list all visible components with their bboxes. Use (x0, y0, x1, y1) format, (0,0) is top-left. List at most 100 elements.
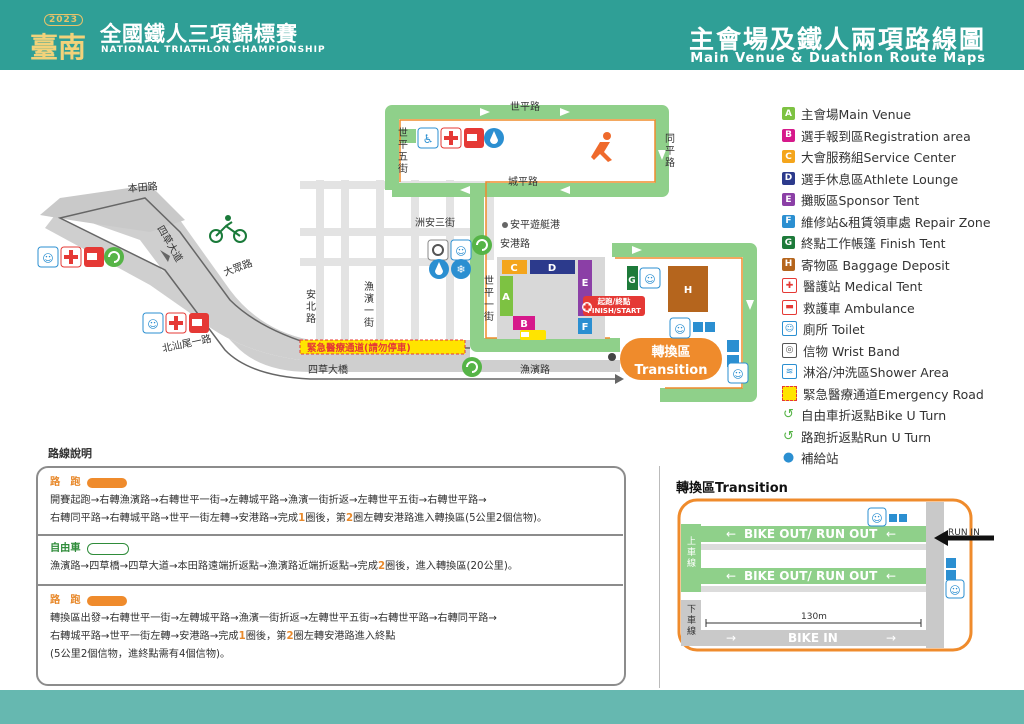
mount-line-label: 上車線 (687, 536, 696, 569)
bike-section: 自由車 漁濱路→四草橋→四草大道→本田路遠端折返點→漁濱路近端折返點→完成2圈後… (50, 540, 518, 576)
facilities-mid-left: ☺ (142, 312, 209, 334)
footer-band (0, 690, 1024, 724)
legend-label: 救護車 Ambulance (803, 300, 915, 316)
road-label: 安港路 (500, 237, 530, 250)
svg-text:❄: ❄ (456, 263, 465, 276)
run1-line1: 開賽起跑→右轉漁濱路→右轉世平一街→左轉城平路→漁濱一街折返→左轉世平五街→右轉… (50, 495, 487, 506)
logo-year: 2023 (44, 14, 84, 26)
route-divider (38, 584, 623, 586)
legend-badge: H (782, 257, 795, 271)
legend-badge: D (782, 171, 795, 185)
run2-line3: (5公里2個信物，進終點需有4個信物)。 (50, 649, 231, 660)
finish-sign-zh: 起跑/終點 (597, 296, 631, 306)
legend-item: F 維修站&租賃領車處 Repair Zone (782, 211, 1018, 233)
zone-g-label: G (628, 276, 635, 286)
emergency-road (300, 340, 465, 354)
zone-e-label: E (582, 278, 589, 289)
header-banner: 2023 臺南 全國鐵人三項錦標賽 NATIONAL TRIATHLON CHA… (0, 0, 1024, 70)
road-label: 漁濱路 (520, 363, 550, 376)
road-label-vertical: 安北路 (306, 288, 316, 325)
legend-item: ✚醫護站 Medical Tent (782, 275, 1018, 297)
facilities-left: ☺ (37, 246, 124, 268)
facilities-top: ♿ (417, 127, 504, 149)
route-heading: 路線說明 (48, 447, 92, 460)
emergency-road-label: 緊急醫療通道(請勿停車) (307, 342, 411, 354)
legend-label: 維修站&租賃領車處 Repair Zone (801, 214, 991, 230)
legend-item: C 大會服務組Service Center (782, 146, 1018, 168)
road-label: 本田路 (127, 179, 158, 195)
vertical-road-labels: 同平路 世平五街 安北路 漁濱一街 世平一街 (306, 127, 675, 329)
zone-a (500, 276, 513, 316)
legend-badge: A (782, 107, 795, 121)
transition-label-en: Transition (635, 363, 708, 378)
svg-text:☺: ☺ (871, 512, 882, 525)
zone-b (513, 316, 535, 330)
shower-icon (946, 570, 956, 580)
bike-direction-arrow (160, 250, 170, 262)
run1-line2: 右轉同平路→右轉城平路→世平一街左轉→安港路→完成1圈後，第2圈左轉安港路進入轉… (50, 513, 548, 524)
lane-bike-out-1: BIKE OUT/ RUN OUT (744, 527, 878, 541)
bike-label: 自由車 (50, 540, 518, 558)
run-route-legend-chip (86, 478, 127, 488)
run-in-label: RUN IN (948, 528, 980, 538)
legend-item: ☺廁所 Toilet (782, 318, 1018, 340)
transition-detail-title: 轉換區Transition (676, 481, 788, 496)
toilet-icon: ☺ (674, 323, 685, 336)
legend-badge: E (782, 193, 795, 207)
legend-label: 攤販區Sponsor Tent (801, 193, 920, 209)
svg-text:上車線: 上車線 (687, 536, 696, 569)
legend-label: 自由車折返點Bike U Turn (801, 408, 947, 424)
road-label: 安平遊艇港 (510, 218, 560, 231)
svg-text:下車線: 下車線 (687, 605, 696, 637)
cyclist-icon (209, 215, 247, 243)
route-description-box: 路 跑 開賽起跑→右轉漁濱路→右轉世平一街→左轉城平路→漁濱一街折返→左轉世平五… (36, 466, 626, 686)
dismount-line-zone (681, 600, 701, 646)
road-label-vertical: 同平路 (665, 133, 675, 169)
run-u-turn-icon (472, 235, 492, 255)
route-arrows (460, 108, 754, 310)
run-in-arrow-head (934, 530, 948, 546)
legend-badge: C (782, 150, 795, 164)
legend-badge: F (782, 214, 795, 228)
shower-icon (727, 340, 739, 352)
route-map: C D A E B F G H 起跑/終點 FINISH/START 轉換區 T… (37, 100, 757, 402)
zone-a-label: A (502, 292, 510, 303)
legend-label: 路跑折返點Run U Turn (801, 429, 932, 445)
run2-label: 路 跑 (50, 592, 497, 610)
legend-badge: G (782, 236, 795, 250)
shower-icon (451, 259, 471, 279)
toilet-icon: ☺ (732, 368, 743, 381)
transition-detail-map: BIKE OUT/ RUN OUT BIKE OUT/ RUN OUT BIKE… (677, 498, 994, 652)
event-title-zh: 全國鐵人三項錦標賽 (100, 22, 298, 46)
transition-length: 130m (801, 612, 827, 622)
legend-item: ↺路跑折返點Run U Turn (782, 426, 1018, 448)
shower-icon (705, 322, 715, 332)
mount-line-zone (681, 524, 701, 592)
toilet-icon (945, 579, 965, 599)
page-title-zh: 主會場及鐵人兩項路線圖 (688, 25, 986, 54)
lane-bike-out-2: BIKE OUT/ RUN OUT (744, 569, 878, 583)
bike-u-turn-icon: ↺ (783, 407, 794, 423)
section-divider (659, 466, 660, 688)
legend-item: ●補給站 (782, 447, 1018, 469)
road-label: 洲安三街 (415, 216, 455, 229)
road-label-vertical: 世平一街 (484, 275, 494, 323)
run1-label: 路 跑 (50, 474, 547, 492)
start-marker (608, 353, 616, 361)
shower-icon (946, 558, 956, 568)
arrow-left-icon: ← (886, 569, 896, 583)
event-title-en: NATIONAL TRIATHLON CHAMPIONSHIP (101, 45, 326, 55)
road-label-vertical: 世平五街 (398, 127, 408, 175)
arrow-left-icon: ← (726, 527, 736, 541)
toilet-icon: ☺ (782, 321, 797, 337)
legend-item: 緊急醫療通道Emergency Road (782, 383, 1018, 405)
road-label: 城平路 (508, 175, 538, 188)
legend-label: 大會服務組Service Center (801, 150, 956, 166)
arrow-left-icon: ← (886, 527, 896, 541)
road-label: 四草大橋 (308, 363, 348, 376)
